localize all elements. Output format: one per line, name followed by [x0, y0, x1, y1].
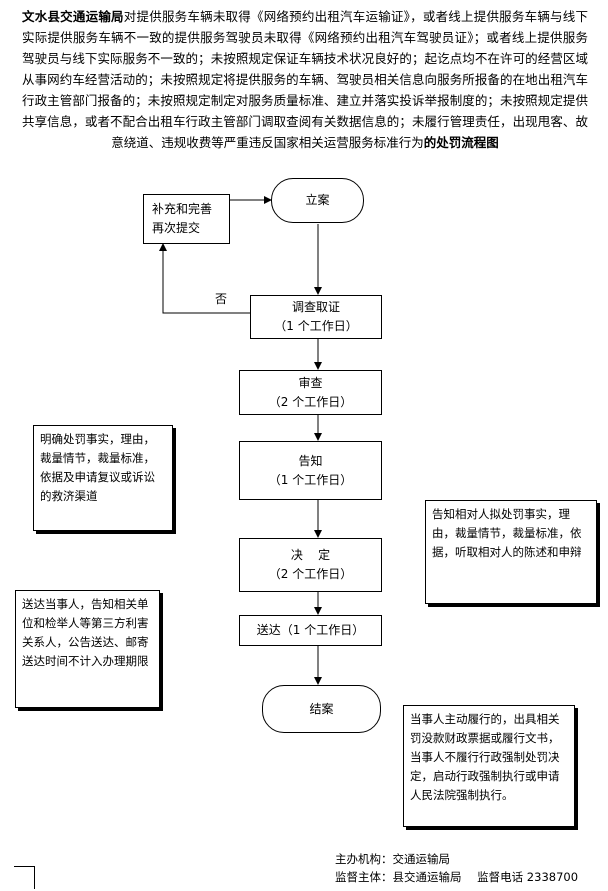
node-investigate: 调查取证 （1 个工作日）: [250, 295, 382, 339]
note-deliver-left: 送达当事人，告知相关单位和检举人等第三方利害关系人，公告送达、邮寄送达时间不计入…: [15, 590, 160, 708]
node-end: 结案: [262, 685, 381, 733]
page-title: 文水县交通运输局对提供服务车辆未取得《网络预约出租汽车运输证》，或者线上提供服务…: [22, 6, 588, 153]
node-investigate-line-2: （1 个工作日）: [274, 319, 358, 333]
node-notify-line-2: （1 个工作日）: [268, 472, 353, 487]
note-deliver-left-text: 送达当事人，告知相关单位和检举人等第三方利害关系人，公告送达、邮寄送达时间不计入…: [22, 597, 149, 668]
title-body: 对提供服务车辆未取得《网络预约出租汽车运输证》，或者线上提供服务车辆与线下实际提…: [22, 9, 588, 150]
node-notify: 告知 （1 个工作日）: [239, 441, 382, 500]
node-investigate-line-1: 调查取证: [291, 300, 340, 314]
node-decide: 决 定 （2 个工作日）: [239, 538, 382, 592]
node-notify-line-1: 告知: [298, 453, 323, 468]
title-bold-prefix: 文水县交通运输局: [22, 9, 124, 24]
node-start: 立案: [271, 178, 364, 223]
node-start-label: 立案: [305, 193, 330, 207]
node-supplement-line-1: 补充和完善: [152, 202, 213, 216]
footer-supervisor: 监督主体：县交通运输局: [335, 870, 462, 884]
note-notify-left-text: 明确处罚事实，理由，裁量情节，裁量标准，依据及申请复议或诉讼的救济渠道: [40, 432, 155, 503]
note-notify-left: 明确处罚事实，理由，裁量情节，裁量标准，依据及申请复议或诉讼的救济渠道: [33, 425, 173, 531]
note-end-right: 当事人主动履行的，出具相关罚没款财政票据或履行文书，当事人不履行行政强制处罚决定…: [403, 705, 575, 827]
footer-phone: 监督电话 2338700: [477, 870, 579, 884]
node-end-label: 结案: [309, 701, 334, 716]
note-end-right-text: 当事人主动履行的，出具相关罚没款财政票据或履行文书，当事人不履行行政强制处罚决定…: [410, 712, 560, 802]
node-decide-line-2: （2 个工作日）: [268, 567, 353, 581]
label-no: 否: [215, 292, 228, 306]
node-review-line-2: （2 个工作日）: [268, 394, 353, 409]
arrow-investigate-to-supplement: [159, 243, 250, 314]
note-notify-right-text: 告知相对人拟处罚事实，理由，裁量情节，裁量标准，依据，听取相对人的陈述和申辩: [432, 507, 582, 559]
node-deliver: 送达（1 个工作日）: [239, 615, 382, 646]
title-bold-suffix: 的处罚流程图: [423, 135, 499, 150]
node-supplement-line-2: 再次提交: [152, 221, 201, 235]
footer-organizer: 主办机构：交通运输局: [335, 852, 450, 866]
note-notify-right: 告知相对人拟处罚事实，理由，裁量情节，裁量标准，依据，听取相对人的陈述和申辩: [425, 500, 597, 604]
footer: 主办机构：交通运输局 监督主体：县交通运输局 监督电话 2338700: [335, 850, 578, 886]
node-review: 审查 （2 个工作日）: [239, 370, 382, 415]
node-review-line-1: 审查: [298, 375, 323, 390]
node-deliver-label: 送达（1 个工作日）: [256, 623, 365, 637]
footer-supervisor-line: 监督主体：县交通运输局 监督电话 2338700: [335, 868, 578, 886]
node-supplement: 补充和完善 再次提交: [143, 194, 230, 244]
node-decide-line-1: 决 定: [290, 548, 331, 562]
page-corner-mark: [14, 866, 35, 889]
